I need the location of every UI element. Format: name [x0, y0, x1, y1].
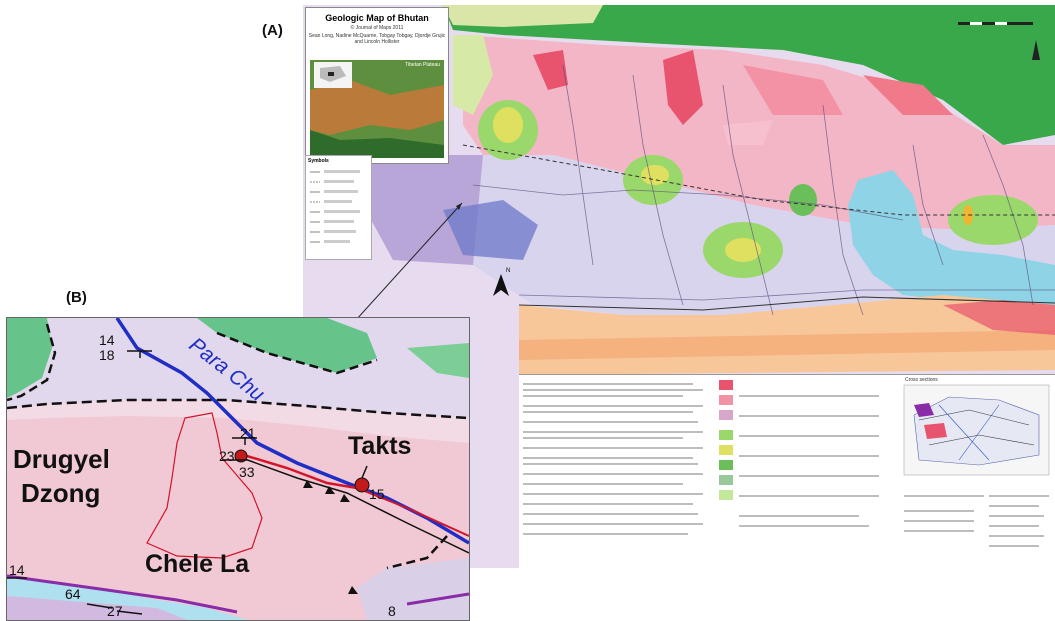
fault-line-1: [462, 144, 1055, 216]
dip-label: 23: [219, 448, 235, 464]
region-orange-dark: [519, 330, 1055, 360]
dip-label: 33: [239, 464, 255, 480]
inset-map-b: 14 18 21 23 33 15 14 64 27 8 Para Chu Dr…: [6, 317, 470, 621]
panel-label-b: (B): [66, 289, 87, 306]
legend-title: Symbols: [308, 158, 329, 164]
dip-label: 27: [107, 603, 123, 619]
scale-bar-segment: [970, 22, 982, 25]
place-label-drugyel: Drugyel: [13, 444, 110, 474]
region-pink-patch: [723, 120, 773, 145]
dip-label: 15: [369, 486, 385, 502]
dip-label: 14: [9, 562, 25, 578]
map-authors: Sean Long, Nadine McQuarrie, Tobgay Tobg…: [308, 33, 446, 45]
inset-map-svg: [7, 318, 469, 620]
klippe-1-core: [493, 107, 523, 143]
place-label-chele-la: Chele La: [145, 550, 250, 578]
fault-purple: [7, 574, 238, 614]
inset-label: Tibetan Plateau: [405, 62, 440, 68]
region-yellow-north: [443, 5, 603, 27]
region-red-3: [863, 75, 953, 115]
fault-line-2: [518, 296, 1055, 311]
dip-label: 8: [388, 603, 396, 619]
dip-label: 14: [99, 332, 115, 348]
region-outline: [146, 412, 263, 559]
map-legend-area: [519, 374, 1055, 568]
region-red-2: [533, 50, 568, 90]
geologic-map-a: Geologic Map of Bhutan © Journal of Maps…: [303, 5, 1055, 568]
klippe-4: [789, 184, 817, 216]
cross-section-title: Cross sections: [905, 377, 938, 383]
town-marker-drugyel: [234, 449, 248, 463]
scale-bar-segment: [995, 22, 1007, 25]
symbols-legend: Symbols: [305, 155, 372, 260]
place-label-takts: Takts: [348, 432, 412, 460]
region-blue-west: [443, 200, 538, 260]
panel-label-a: (A): [262, 22, 283, 39]
place-label-dzong: Dzong: [21, 478, 101, 508]
region-purple-west: [363, 155, 483, 265]
legend-text-block: [523, 380, 1050, 547]
north-arrow: N: [493, 268, 513, 302]
legend-swatches: [719, 380, 733, 500]
dip-label: 64: [65, 586, 81, 602]
dip-label: 21: [240, 425, 256, 441]
klippe-2-core: [641, 165, 669, 185]
region-red-1: [663, 50, 703, 125]
legend-symbols: [310, 170, 360, 243]
north-label: N: [506, 268, 511, 274]
north-arrow-small: [1032, 40, 1040, 60]
klippe-5-dot: [963, 205, 973, 225]
map-subtitle: © Journal of Maps 2011: [350, 25, 404, 31]
region-cyan: [848, 170, 1055, 305]
map-title-box: Geologic Map of Bhutan © Journal of Maps…: [305, 7, 449, 164]
fault-red: [236, 451, 358, 490]
dip-label: 18: [99, 347, 115, 363]
region-green-north: [443, 5, 1055, 145]
town-marker-takts: [354, 477, 370, 493]
region-red-4: [743, 65, 843, 115]
region-red-south: [943, 300, 1055, 335]
location-inset: Tibetan Plateau: [310, 60, 444, 158]
klippe-3-core: [725, 238, 761, 262]
region-yellowgreen-west: [453, 35, 493, 115]
map-title: Geologic Map of Bhutan: [325, 13, 429, 23]
